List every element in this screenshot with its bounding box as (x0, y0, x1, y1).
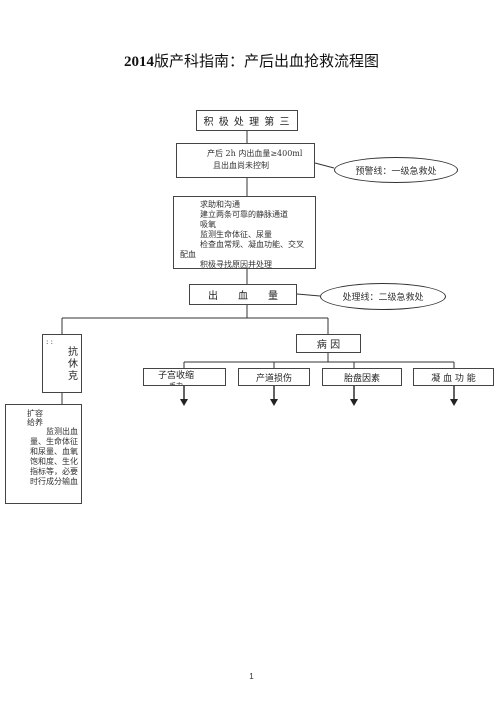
cause-birth-canal-injury-label: 产道损伤 (255, 373, 292, 384)
cause-coagulation-label: 凝 血 功 能 (431, 373, 476, 384)
cause-birth-canal-injury-box: 产道损伤 (238, 368, 310, 386)
arrow-cause-3-head (350, 399, 358, 406)
cause-label: 病 因 (316, 340, 341, 351)
cause-placental-factors-label: 胎盘因素 (343, 373, 380, 384)
measure-line-1: 产后 2h 内出血量≥400ml (207, 149, 303, 158)
arrow-cause-1-head (180, 399, 188, 406)
handling-line-label: 处理线：二级急救处 (342, 293, 424, 303)
action-item: 检查血常规、凝血功能、交叉 (200, 240, 304, 249)
support-item: 扩容 (27, 409, 43, 418)
anti-shock-char: 抗 (68, 347, 78, 358)
support-item: 量、生命体征 (30, 437, 78, 446)
support-item: 监测出血 (46, 427, 78, 436)
support-item: 指标等，必要 (30, 467, 78, 476)
emergency-actions-box: 求助和沟通 建立两条可靠的静脉通道 吸氧 监测生命体征、尿量 检查血常规、凝血功… (173, 196, 316, 269)
anti-shock-marks: : : (46, 338, 53, 346)
active-management-label: 积 极 处 理 第 三 (203, 117, 291, 128)
support-item: 时行成分输血 (30, 477, 78, 486)
anti-shock-char: 休 (68, 359, 78, 370)
measure-line-2: 且出血尚未控制 (213, 161, 269, 170)
action-item: 求助和沟通 (200, 200, 240, 209)
warning-line-oval: 预警线：一级急救处 (334, 157, 458, 183)
cause-uterine-atony-box: 子宫收缩 乏力 (143, 368, 226, 386)
warning-line-label: 预警线：一级急救处 (355, 166, 437, 177)
blood-volume-label: 出 血 量 (208, 291, 278, 302)
connector-blood-to-handling (296, 293, 321, 297)
title-text: 版产科指南：产后出血抢救流程图 (153, 52, 379, 70)
action-item: 建立两条可靠的静脉通道 (200, 210, 288, 219)
cause-placental-factors-box: 胎盘因素 (322, 368, 402, 386)
support-item: 饱和度、生化 (30, 457, 78, 466)
supportive-care-box: 扩容 给养 监测出血 量、生命体征 和尿量、血氧 饱和度、生化 指标等，必要 时… (5, 404, 82, 504)
blood-loss-measure-box: 产后 2h 内出血量≥400ml 且出血尚未控制 (176, 143, 315, 178)
active-management-box: 积 极 处 理 第 三 (196, 110, 298, 131)
cause-coagulation-box: 凝 血 功 能 (413, 368, 494, 386)
anti-shock-box: : : 抗 休 克 (42, 334, 82, 393)
action-item: 积极寻找原因并处理 (200, 260, 272, 269)
anti-shock-char: 克 (68, 371, 78, 382)
support-item: 和尿量、血氧 (30, 447, 78, 456)
cause-box: 病 因 (296, 334, 361, 353)
handling-line-oval: 处理线：二级急救处 (320, 283, 446, 310)
page-number: 1 (249, 672, 254, 681)
connector-measure-to-warning (314, 162, 335, 169)
cause-uterine-atony-label: 子宫收缩 (157, 371, 194, 381)
action-item: 配血 (180, 250, 196, 259)
cause-uterine-atony-overflow: 乏力 (169, 382, 183, 386)
blood-volume-box: 出 血 量 (189, 284, 297, 305)
action-item: 监测生命体征、尿量 (200, 230, 272, 239)
title-year: 2014 (123, 54, 154, 70)
arrow-cause-2-head (270, 399, 278, 406)
page-title: 2014版产科指南：产后出血抢救流程图 (0, 50, 503, 71)
action-item: 吸氧 (200, 220, 216, 229)
support-item: 给养 (27, 418, 43, 427)
arrow-cause-4-head (450, 399, 458, 406)
